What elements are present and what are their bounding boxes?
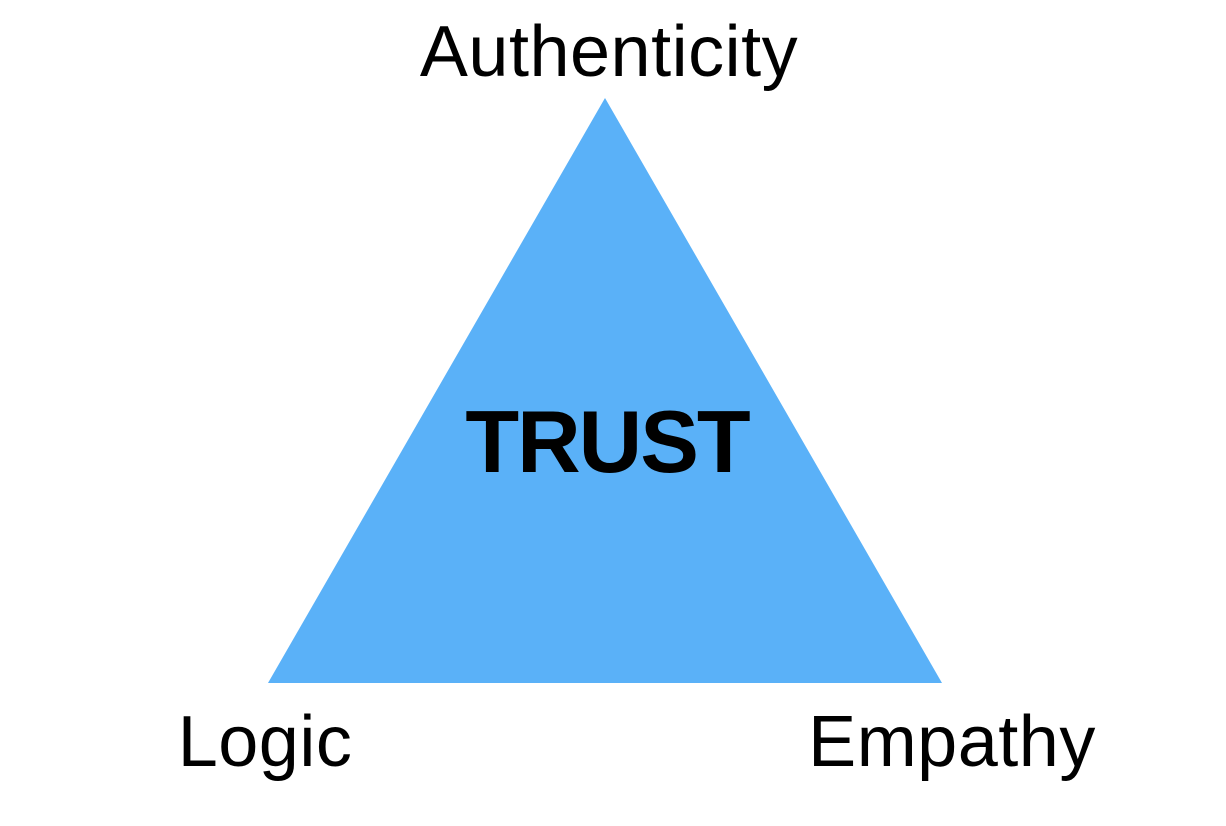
vertex-label-logic: Logic — [177, 702, 353, 782]
vertex-label-empathy: Empathy — [808, 702, 1096, 782]
vertex-label-authenticity: Authenticity — [419, 12, 799, 92]
center-label-trust: TRUST — [465, 392, 750, 491]
triangle-shape — [268, 98, 942, 683]
